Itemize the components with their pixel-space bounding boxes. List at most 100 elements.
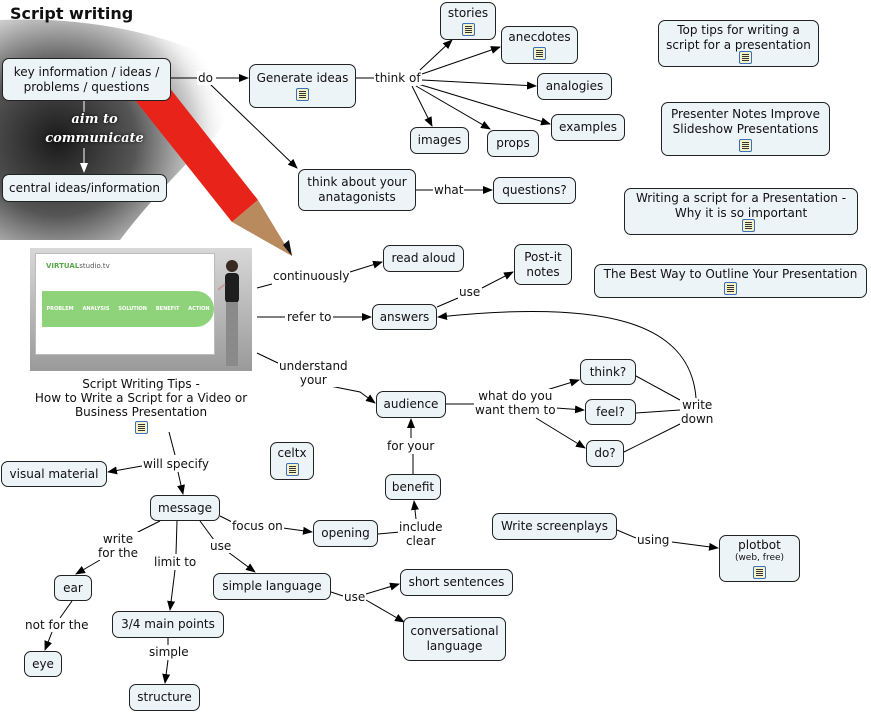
link-line [59, 600, 73, 619]
link-label-will-specify: will specify [142, 457, 210, 471]
link-line [365, 599, 405, 623]
concept-opening[interactable]: opening [313, 520, 378, 547]
concept-audience[interactable]: audience [376, 391, 446, 418]
concept-think[interactable]: think? [580, 359, 636, 385]
map-title: Script writing [10, 4, 134, 23]
link-line [329, 385, 376, 404]
concept-anecdotes[interactable]: anecdotes [501, 26, 578, 64]
concept-stories[interactable]: stories [440, 2, 496, 40]
concept-eye[interactable]: eye [24, 651, 62, 677]
concept-do[interactable]: do? [586, 440, 624, 467]
link-line [330, 591, 344, 597]
concept-main-points[interactable]: 3/4 main points [112, 611, 224, 638]
link-label-what: what [433, 183, 465, 197]
concept-structure[interactable]: structure [129, 684, 200, 711]
link-line [219, 515, 233, 523]
concept-questions[interactable]: questions? [493, 177, 576, 204]
link-line [415, 85, 491, 130]
link-label-limit-to: limit to [153, 555, 198, 569]
link-line [623, 423, 681, 453]
document-icon[interactable] [533, 47, 546, 60]
concept-feel[interactable]: feel? [585, 399, 636, 425]
link-line [209, 83, 298, 169]
link-line [167, 569, 176, 611]
document-icon[interactable] [739, 51, 752, 64]
link-line [421, 46, 501, 75]
link-line [411, 85, 433, 127]
link-label-use-simple: use [209, 539, 233, 553]
concept-benefit[interactable]: benefit [385, 474, 441, 500]
concept-central-ideas[interactable]: central ideas/information [2, 174, 167, 202]
link-label-continuously: continuously [272, 269, 351, 283]
concept-images[interactable]: images [410, 127, 469, 154]
link-line [256, 352, 281, 365]
resource-writing-script[interactable]: Writing a script for a Presentation -Why… [624, 188, 858, 235]
concept-generate-ideas[interactable]: Generate ideas [249, 64, 356, 108]
concept-props[interactable]: props [487, 130, 539, 157]
concept-key-information[interactable]: key information / ideas /problems / ques… [2, 58, 171, 101]
document-icon[interactable] [724, 282, 737, 295]
link-line [377, 531, 401, 535]
link-label-do: do [197, 71, 214, 85]
link-label-use: use [458, 285, 482, 299]
link-label-focus-on: focus on [231, 519, 284, 533]
document-icon[interactable] [742, 219, 755, 232]
link-line [282, 526, 313, 535]
link-label-use-short: use [343, 590, 367, 604]
document-icon[interactable] [296, 88, 309, 101]
link-line [75, 559, 101, 575]
resource-plotbot[interactable]: plotbot(web, free) [719, 535, 800, 582]
link-line [481, 271, 514, 289]
concept-answers[interactable]: answers [372, 304, 437, 330]
link-line [671, 541, 719, 551]
link-label-think-of: think of [374, 71, 422, 85]
document-icon[interactable] [134, 421, 148, 434]
link-line [175, 520, 178, 555]
pencil-tip [232, 200, 292, 256]
link-label-for-your: for your [386, 439, 436, 453]
document-icon[interactable] [285, 463, 299, 476]
presenter-figure [218, 260, 239, 366]
document-icon[interactable] [739, 138, 752, 152]
link-line [555, 405, 585, 414]
link-line [411, 500, 419, 520]
concept-ear[interactable]: ear [54, 575, 92, 601]
virtual-studio-logo: VIRTUALstudio.tv [46, 262, 110, 270]
video-caption[interactable]: Script Writing Tips -How to Write a Scri… [20, 377, 262, 437]
concept-short-sentences[interactable]: short sentences [400, 569, 513, 596]
link-line [437, 310, 697, 399]
link-label-simple: simple [148, 645, 190, 659]
document-icon[interactable] [753, 566, 766, 579]
resource-celtx[interactable]: celtx [270, 442, 314, 480]
link-line [168, 431, 176, 456]
concept-analogies[interactable]: analogies [537, 73, 612, 100]
link-line [256, 283, 273, 289]
concept-examples[interactable]: examples [551, 114, 625, 141]
link-line [177, 471, 185, 495]
link-line [421, 79, 537, 90]
concept-simple-language[interactable]: simple language [213, 573, 331, 600]
concept-visual-material[interactable]: visual material [1, 461, 107, 487]
link-line [107, 465, 143, 475]
link-line [616, 529, 637, 539]
link-line [436, 297, 459, 308]
resource-best-way[interactable]: The Best Way to Outline Your Presentatio… [594, 264, 867, 298]
concept-write-screenplays[interactable]: Write screenplays [492, 513, 617, 540]
document-icon[interactable] [461, 23, 475, 36]
link-line [349, 260, 383, 273]
concept-message[interactable]: message [150, 495, 220, 521]
concept-read-aloud[interactable]: read aloud [383, 245, 464, 272]
